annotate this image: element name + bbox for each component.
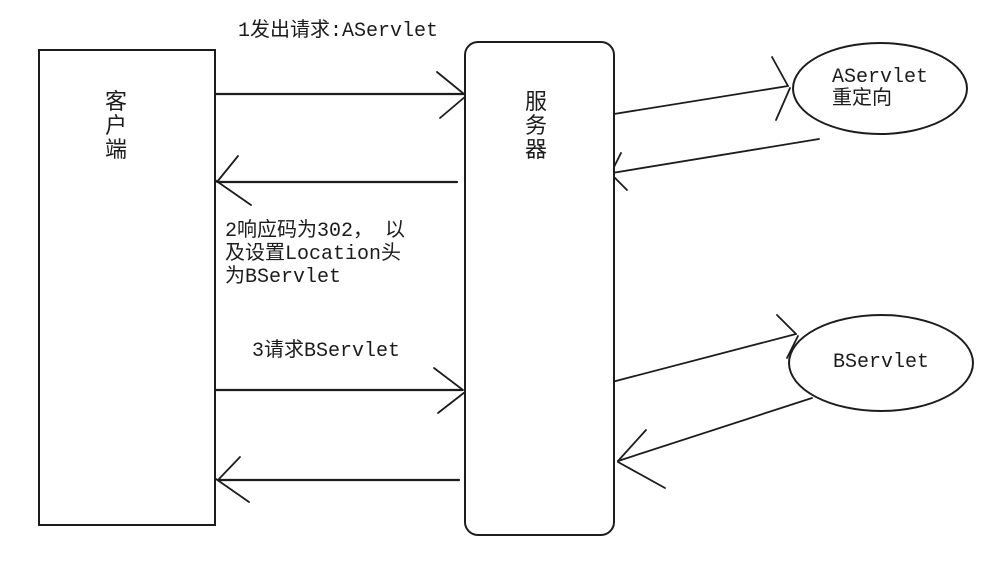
client-node: 客户端 [38,49,216,526]
arrow-server-to-bservlet [611,314,799,383]
arrow-aservlet-to-server [610,138,820,191]
arrow-server-to-aservlet [613,56,791,121]
aservlet-node-label: AServlet 重定向 [831,65,928,111]
arrow-request-aservlet [213,71,467,119]
arrow-response-302 [214,155,459,206]
aservlet-node: AServlet 重定向 [792,42,968,135]
arrow-final-response [215,456,461,503]
arrow-request-bservlet [213,367,466,414]
server-node-label: 服务器 [524,91,547,164]
annotation-step3: 3请求BServlet [252,340,401,363]
bservlet-node: BServlet [788,314,974,412]
bservlet-node-label: BServlet [832,351,929,374]
arrow-bservlet-to-server [617,397,813,489]
annotation-step2: 2响应码为302， 以 及设置Location头 为BServlet [225,220,406,289]
server-node: 服务器 [464,41,615,536]
client-node-label: 客户端 [104,91,127,164]
annotation-step1: 1发出请求:AServlet [238,20,439,43]
